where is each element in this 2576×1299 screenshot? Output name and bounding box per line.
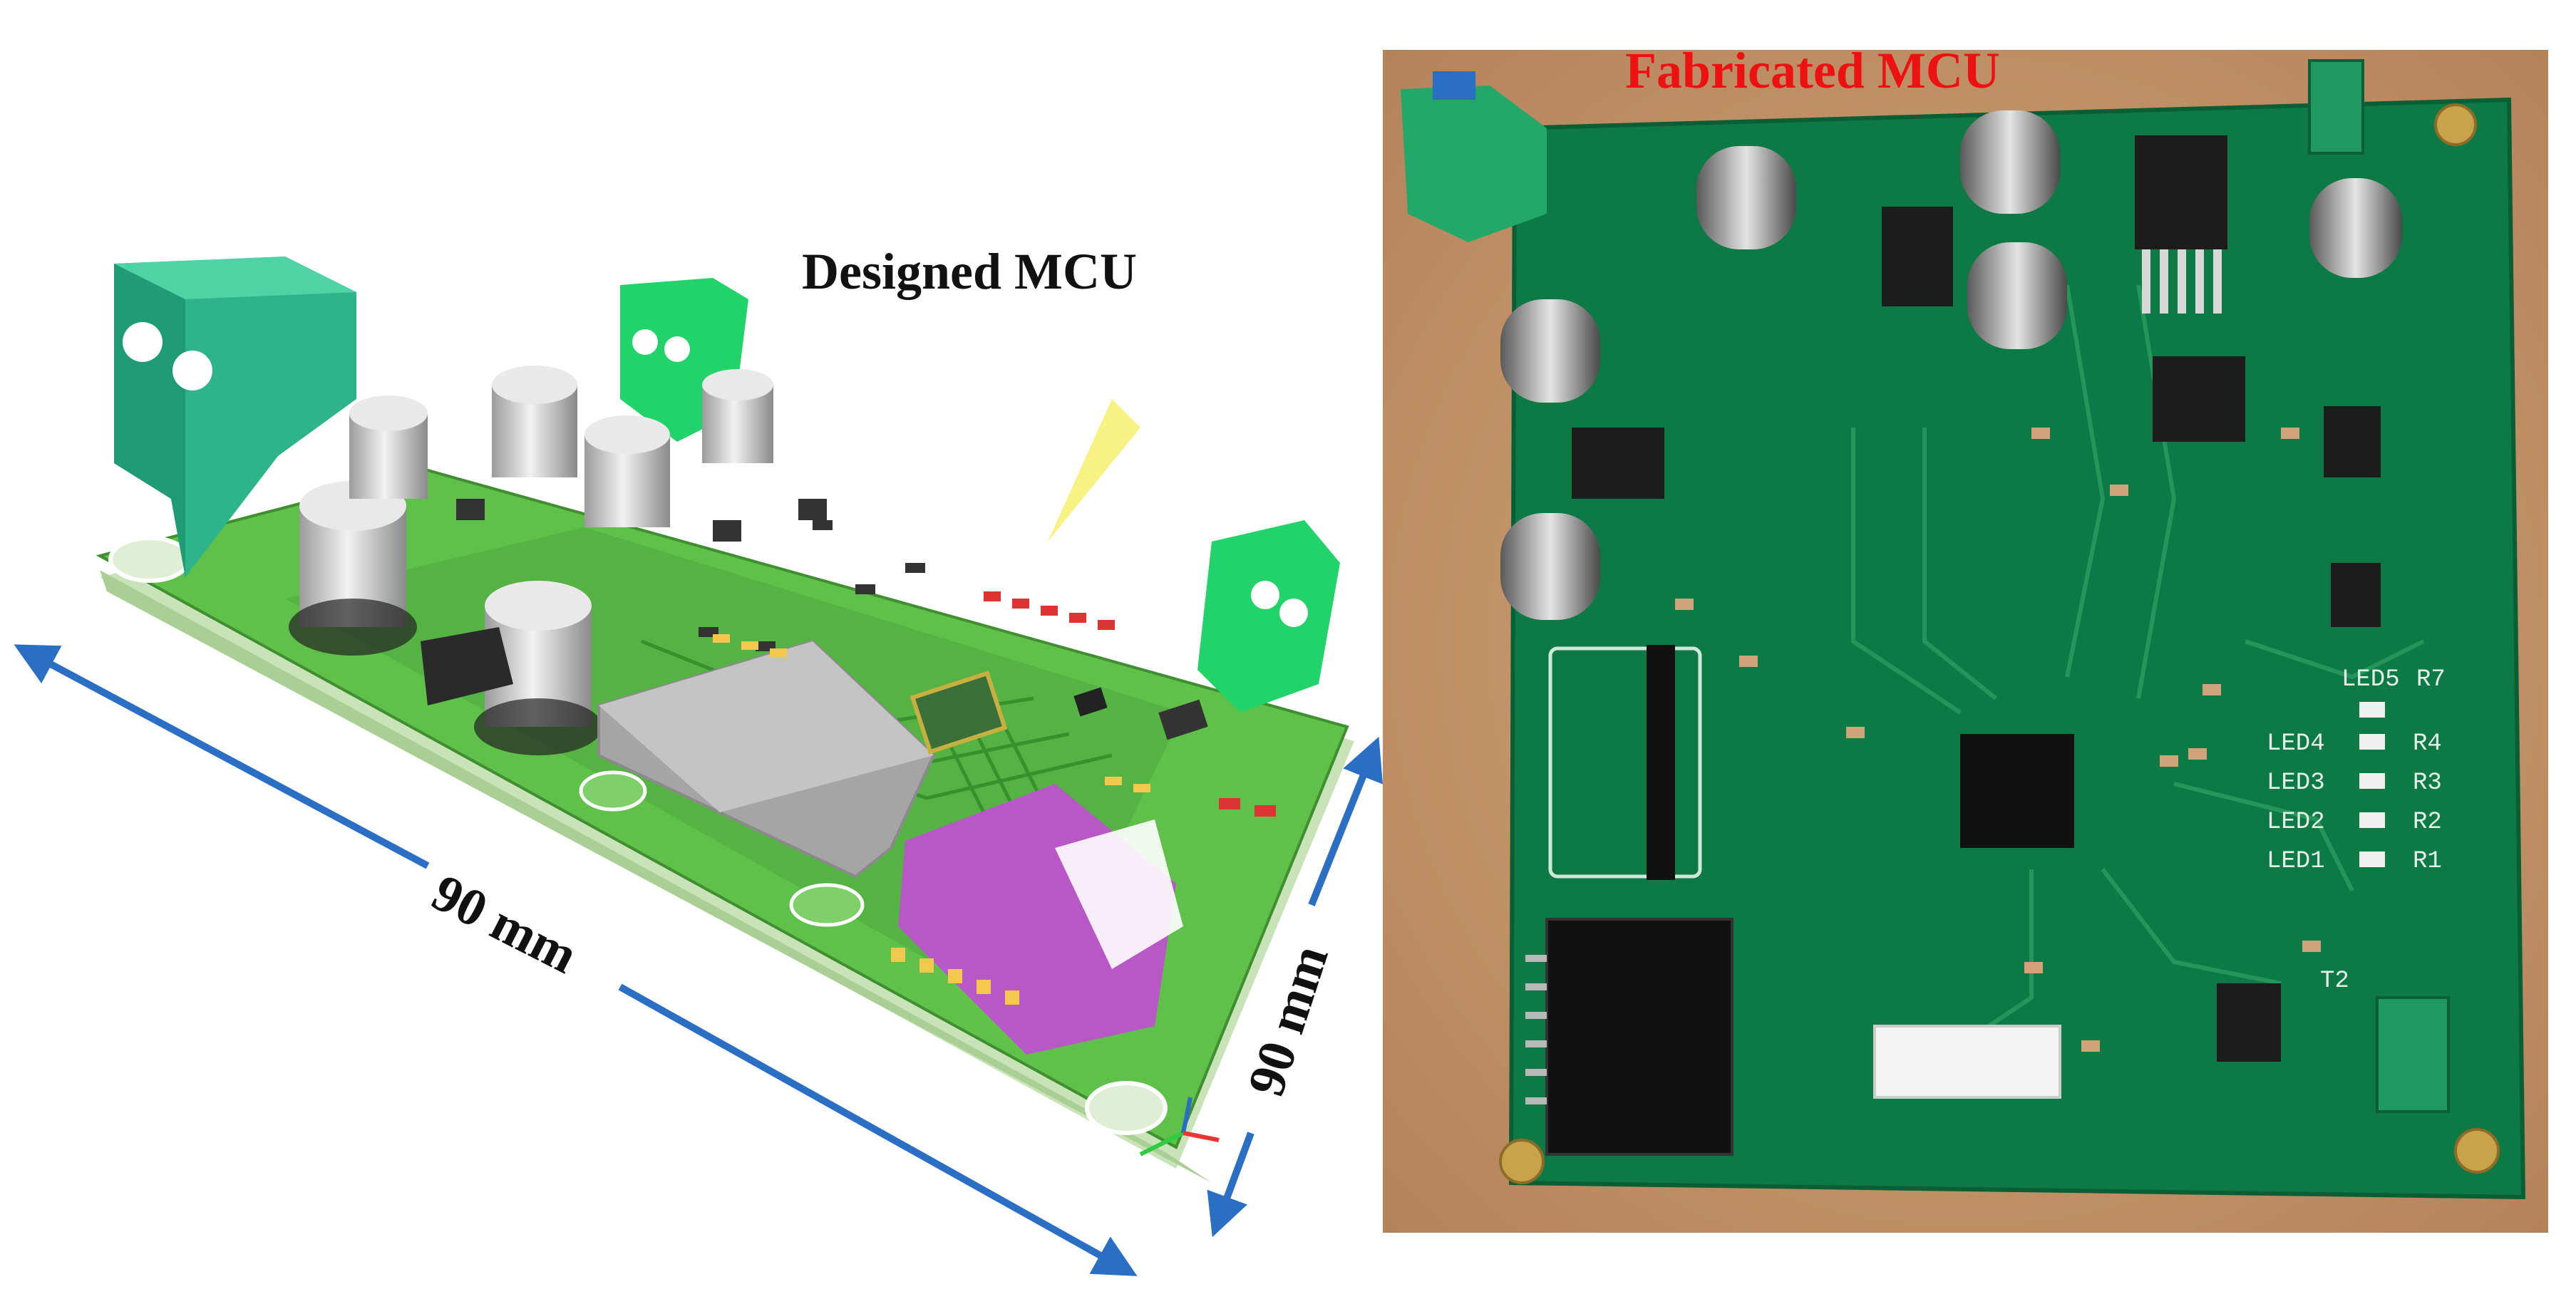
silk-r1: R1 [2413, 848, 2442, 875]
pcb-photo [1508, 97, 2526, 1200]
silk-led5: LED5 [2341, 666, 2400, 693]
silk-r3: R3 [2413, 770, 2442, 797]
dimension-arrow-length-b [618, 983, 1138, 1276]
silk-t2: T2 [2320, 968, 2349, 995]
silk-led2: LED2 [2267, 809, 2325, 836]
terminal-block-large [114, 257, 356, 577]
dimension-arrow-length-a [14, 644, 430, 869]
fabricated-board-photo [1383, 50, 2548, 1233]
silk-r7: R7 [2416, 666, 2446, 693]
microcontroller-ic [1960, 734, 2074, 848]
capacitors-render [289, 366, 773, 755]
silk-r2: R2 [2413, 809, 2442, 836]
driver-module [1545, 918, 1733, 1156]
silk-led1: LED1 [2267, 848, 2325, 875]
silk-led3: LED3 [2267, 770, 2325, 797]
smd-leds-render [984, 591, 1276, 817]
dimension-arrow-width-a [1308, 736, 1384, 906]
silkscreen-labels: LED4 LED3 LED2 LED1 R4 R3 R2 R1 LED5 R7 … [2267, 666, 2446, 995]
designed-mcu-title: Designed MCU [802, 243, 1137, 300]
dimension-arrow-width-b [1207, 1132, 1254, 1238]
capacitors-photo [1500, 110, 2402, 620]
fabricated-mcu-title: Fabricated MCU [1625, 42, 2000, 99]
terminal-block-right [1197, 520, 1340, 713]
regulator-ic [2135, 135, 2227, 249]
designed-board-render [96, 257, 1354, 1183]
silk-r4: R4 [2413, 730, 2442, 757]
silk-led4: LED4 [2267, 730, 2325, 757]
